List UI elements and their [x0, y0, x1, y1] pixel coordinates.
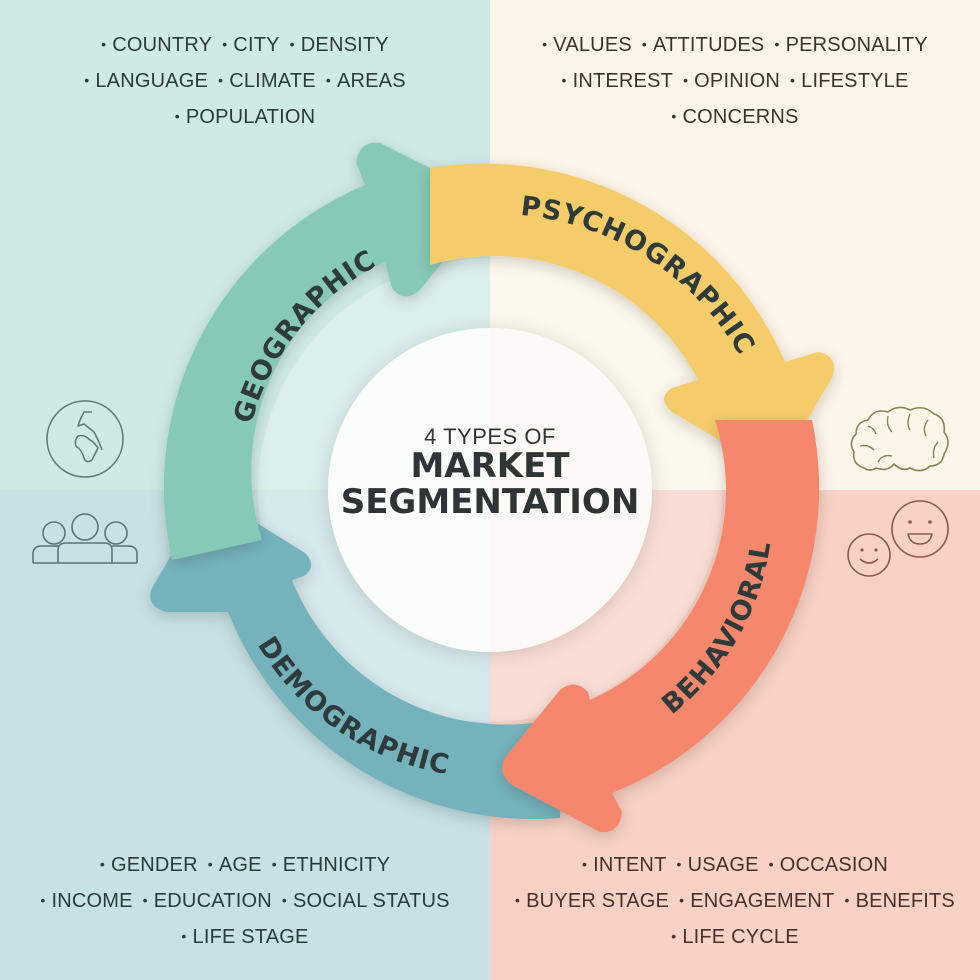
psychographic-attribute-row: VALUES ATTITUDESPERSONALITY [490, 27, 980, 63]
geographic-attribute-item: POPULATION [175, 99, 316, 135]
demographic-attribute-item: INCOME [40, 883, 132, 919]
behavioral-attribute-item: LIFE CYCLE [671, 919, 799, 955]
brain-icon [850, 406, 949, 472]
demographic-attributes: GENDER AGE ETHNICITY INCOME EDUCATION SOCIAL … [0, 847, 490, 955]
behavioral-attribute-item: BENEFITS [844, 883, 955, 919]
title-line-1: MARKET [410, 446, 570, 486]
title-subtitle: 4 TYPES OF [424, 424, 556, 449]
psychographic-attribute-row: INTEREST OPINION LIFESTYLE [490, 63, 980, 99]
title-line-2: SEGMENTATION [340, 482, 640, 522]
behavioral-attribute-item: OCCASION [769, 847, 888, 883]
geographic-attribute-item: LANGUAGE [84, 63, 208, 99]
psychographic-attribute-item: VALUES [542, 27, 632, 63]
behavioral-attribute-item: INTENT [582, 847, 667, 883]
globe-icon [46, 400, 124, 478]
geographic-attribute-row: COUNTRY CITY DENSITY [0, 27, 490, 63]
geographic-attribute-row: POPULATION [0, 99, 490, 135]
demographic-attribute-item: LIFE STAGE [181, 919, 309, 955]
behavioral-attribute-row: BUYER STAGE ENGAGEMENT BENEFITS [490, 883, 980, 919]
behavioral-attribute-item: BUYER STAGE [515, 883, 669, 919]
psychographic-attribute-item: ATTITUDES [642, 27, 765, 63]
geographic-attribute-item: COUNTRY [101, 27, 212, 63]
smiley-faces-icon [847, 500, 949, 577]
psychographic-attribute-item: CONCERNS [671, 99, 799, 135]
psychographic-attribute-row: CONCERNS [490, 99, 980, 135]
geographic-attribute-item: DENSITY [290, 27, 389, 63]
demographic-attribute-row: GENDER AGE ETHNICITY [0, 847, 490, 883]
behavioral-attribute-row: LIFE CYCLE [490, 919, 980, 955]
geographic-attribute-item: CITY [222, 27, 279, 63]
demographic-attribute-item: GENDER [100, 847, 198, 883]
behavioral-attributes: INTENT USAGE OCCASION BUYER STAGE ENGAGEMENT… [490, 847, 980, 955]
geographic-attribute-row: LANGUAGE CLIMATE AREAS [0, 63, 490, 99]
people-group-icon [32, 513, 138, 564]
title-main: MARKET SEGMENTATION [330, 448, 650, 520]
psychographic-attribute-item: PERSONALITY [774, 27, 928, 63]
behavioral-attribute-item: USAGE [677, 847, 759, 883]
demographic-attribute-item: ETHNICITY [272, 847, 390, 883]
geographic-arrow [163, 142, 482, 560]
demographic-attribute-item: EDUCATION [143, 883, 272, 919]
behavioral-attribute-item: ENGAGEMENT [679, 883, 834, 919]
psychographic-attributes: VALUES ATTITUDESPERSONALITY INTEREST OPINIO… [490, 27, 980, 135]
behavioral-arrow [502, 420, 820, 833]
demographic-attribute-row: INCOME EDUCATION SOCIAL STATUS [0, 883, 490, 919]
demographic-attribute-item: SOCIAL STATUS [282, 883, 450, 919]
geographic-attribute-item: AREAS [326, 63, 406, 99]
psychographic-attribute-item: OPINION [683, 63, 780, 99]
geographic-attributes: COUNTRY CITY DENSITY LANGUAGE CLIMATE AREAS PO… [0, 27, 490, 135]
psychographic-arrow [430, 163, 835, 465]
psychographic-attribute-item: INTEREST [561, 63, 673, 99]
demographic-attribute-row: LIFE STAGE [0, 919, 490, 955]
geographic-attribute-item: CLIMATE [218, 63, 316, 99]
behavioral-attribute-row: INTENT USAGE OCCASION [490, 847, 980, 883]
demographic-arrow [150, 502, 560, 820]
psychographic-attribute-item: LIFESTYLE [790, 63, 909, 99]
demographic-attribute-item: AGE [208, 847, 262, 883]
